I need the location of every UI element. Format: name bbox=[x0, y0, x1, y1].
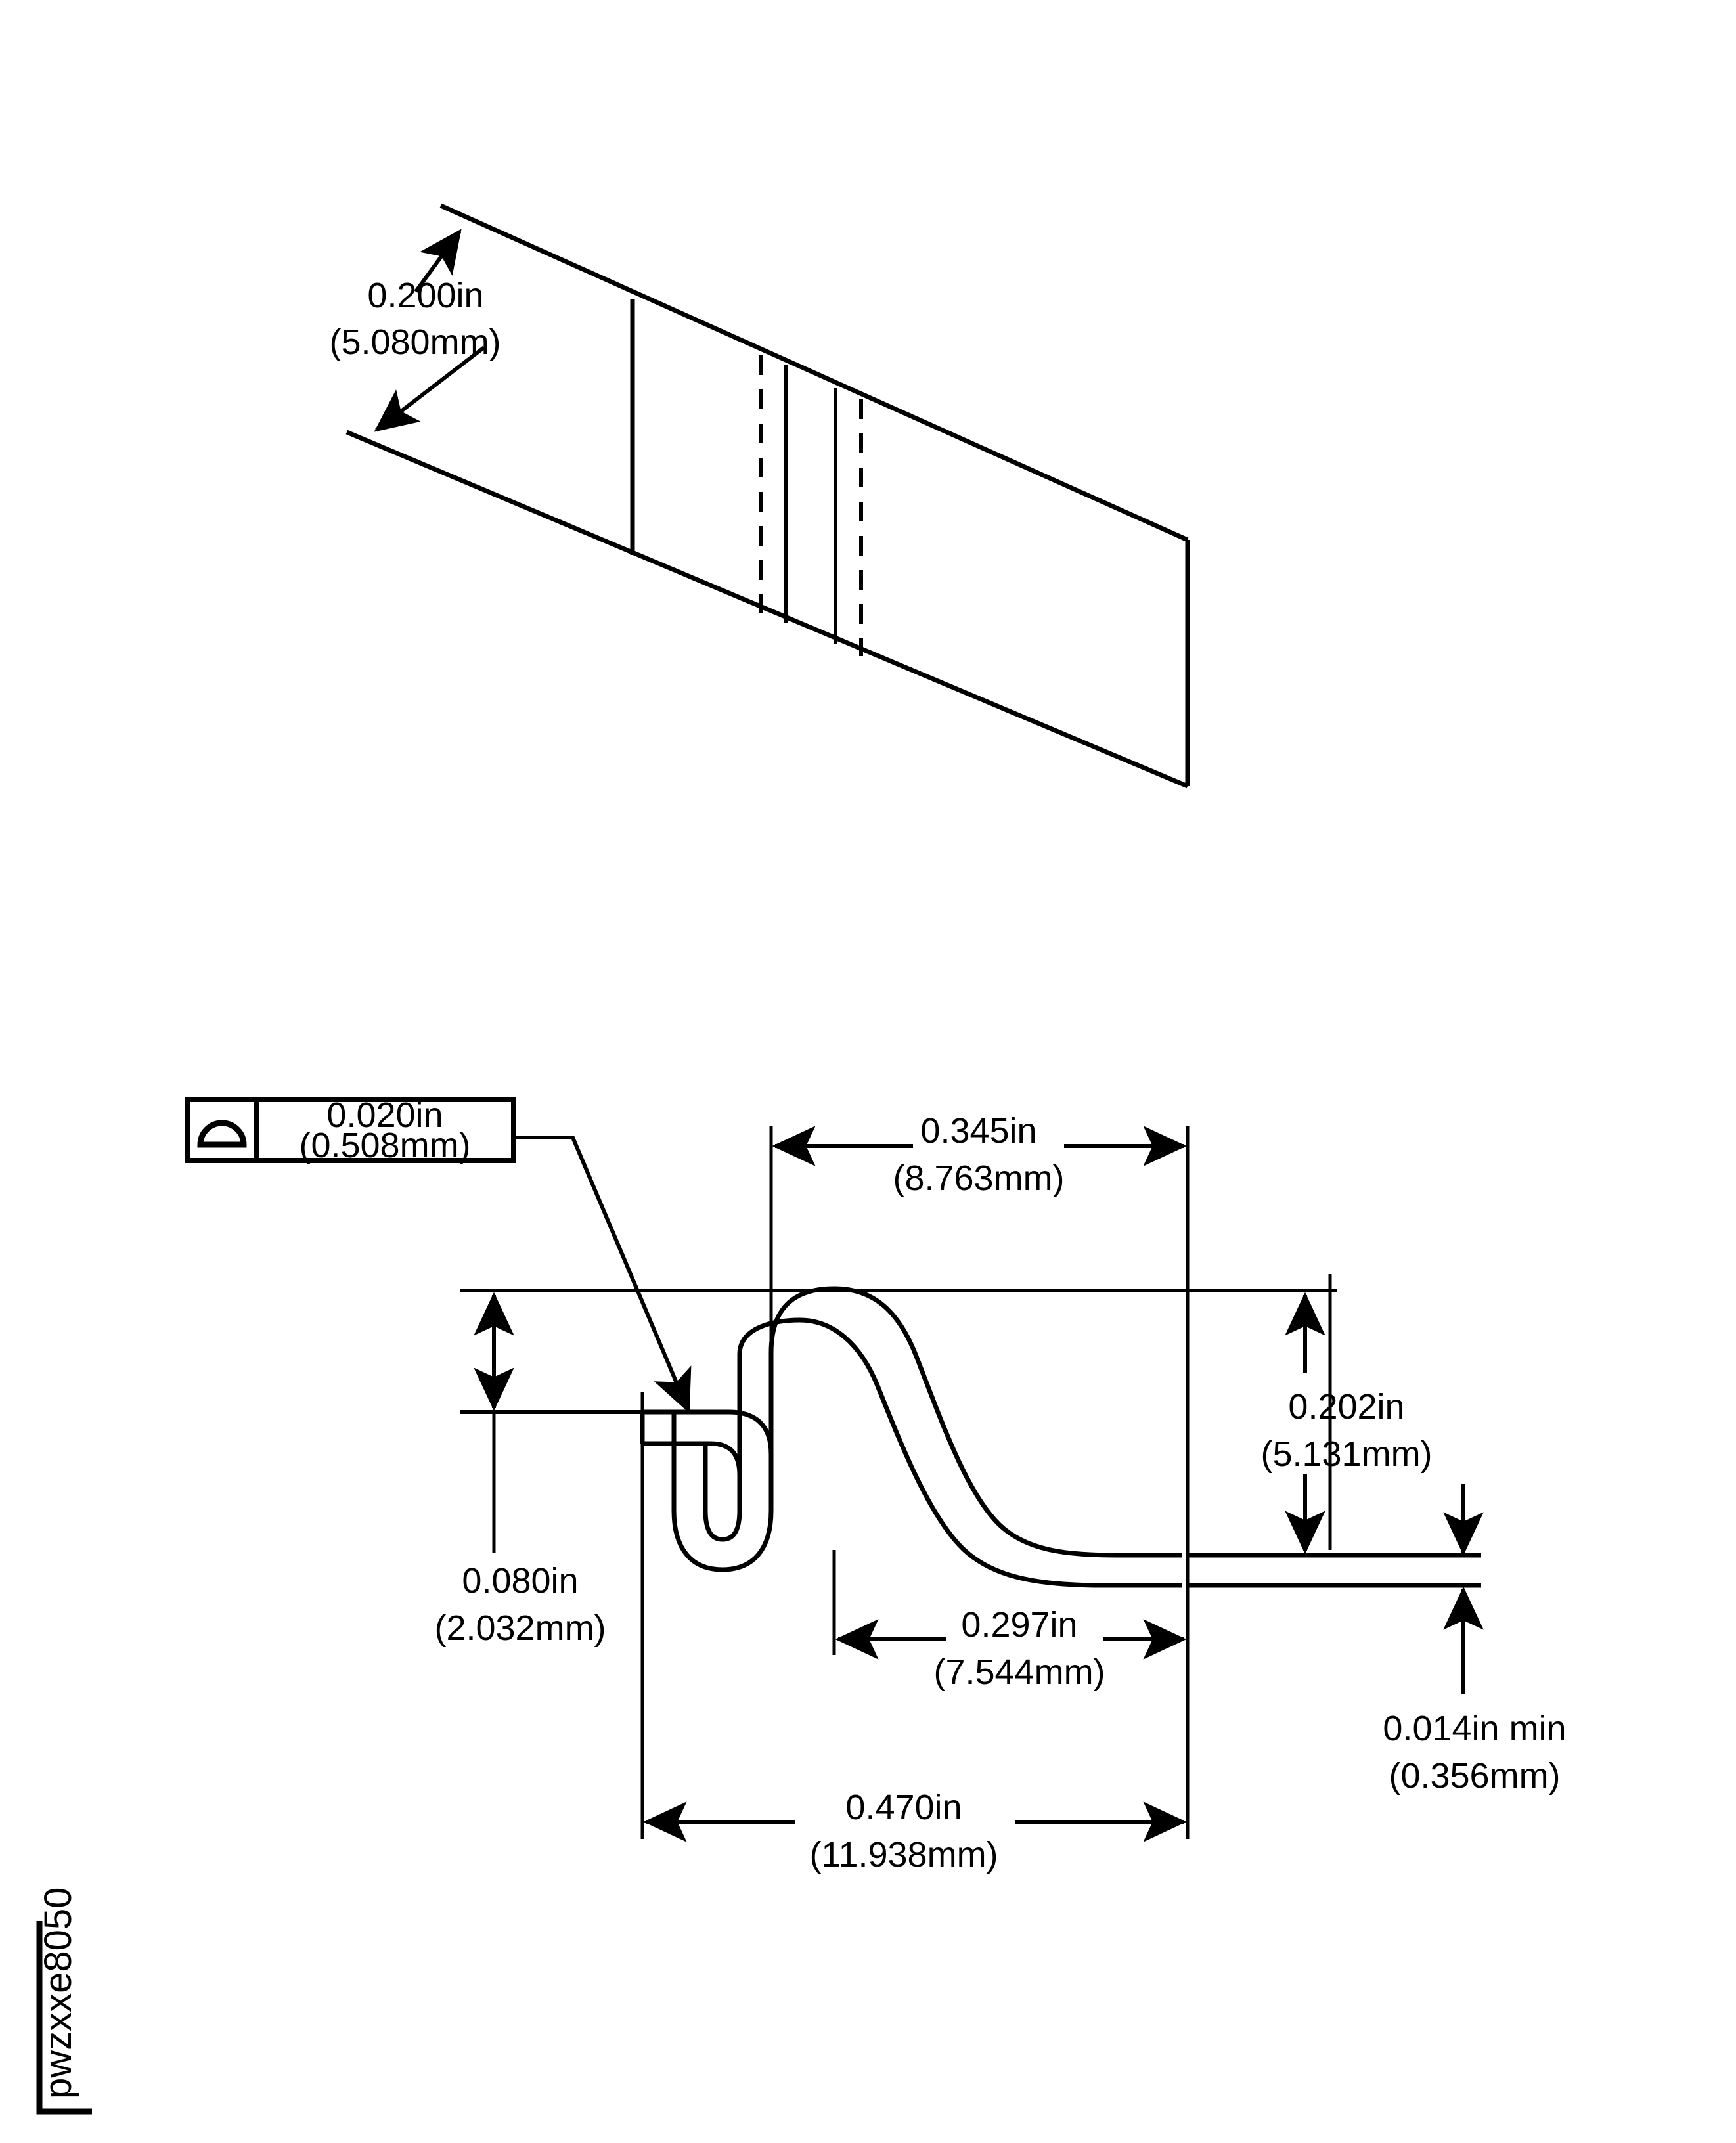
reference-code-text: pwzxxe8050 bbox=[37, 1888, 79, 2099]
dimension-0-470in: 0.470in (11.938mm) bbox=[643, 1788, 1187, 1874]
dimension-0-080in-imperial: 0.080in bbox=[462, 1561, 578, 1601]
fcf-leader-line bbox=[514, 1136, 692, 1414]
iso-top-edge bbox=[439, 203, 1189, 542]
fcf-tolerance-metric: (0.508mm) bbox=[299, 1126, 470, 1165]
fcf-outer-box bbox=[185, 1097, 516, 1163]
dimension-0-080in: 0.080in (2.032mm) bbox=[434, 1292, 606, 1648]
dimension-0-470in-imperial: 0.470in bbox=[845, 1788, 962, 1827]
spring-profile-inner bbox=[642, 1441, 742, 1542]
dimension-0-345in-imperial: 0.345in bbox=[920, 1111, 1036, 1151]
dimension-0-297in-metric: (7.544mm) bbox=[933, 1652, 1105, 1692]
isometric-view: 0.200in (5.080mm) bbox=[329, 203, 1190, 789]
dimension-0-014in-min: 0.014in min (0.356mm) bbox=[1383, 1484, 1567, 1796]
profile-of-a-surface-icon bbox=[197, 1120, 247, 1148]
spring-profile-outer-right bbox=[768, 1286, 1182, 1558]
spring-profile-outer bbox=[642, 1409, 774, 1572]
dimension-0-345in: 0.345in (8.763mm) bbox=[772, 1111, 1187, 1198]
dimension-0-014in-min-metric: (0.356mm) bbox=[1389, 1756, 1560, 1796]
iso-dim-leader-lower bbox=[374, 345, 485, 432]
dimension-0-297in: 0.297in (7.544mm) bbox=[835, 1605, 1187, 1692]
iso-bottom-edge bbox=[345, 430, 1189, 789]
dimension-0-345in-metric: (8.763mm) bbox=[893, 1159, 1064, 1198]
fcf-tolerance-imperial: 0.020in bbox=[326, 1095, 443, 1135]
dimension-0-014in-min-imperial: 0.014in min bbox=[1383, 1709, 1566, 1748]
dimension-0-200in-metric: (5.080mm) bbox=[329, 322, 501, 362]
reference-code-corner-bracket bbox=[36, 1921, 92, 2115]
dimension-0-470in-metric: (11.938mm) bbox=[809, 1835, 998, 1874]
dimension-0-297in-imperial: 0.297in bbox=[961, 1605, 1077, 1645]
dimension-0-080in-metric: (2.032mm) bbox=[434, 1608, 606, 1648]
dimension-0-200in-imperial: 0.200in bbox=[367, 276, 483, 315]
profile-of-surface-callout[interactable]: 0.020in (0.508mm) bbox=[185, 1095, 516, 1165]
dimension-0-202in-metric: (5.131mm) bbox=[1260, 1434, 1432, 1474]
dimension-0-202in: 0.202in (5.131mm) bbox=[1260, 1292, 1433, 1555]
side-profile-view: 0.020in (0.508mm) bbox=[185, 1095, 1567, 1874]
iso-dim-leader-upper bbox=[414, 229, 462, 293]
spring-profile-inner-right bbox=[737, 1317, 1182, 1588]
dimension-0-202in-imperial: 0.202in bbox=[1288, 1387, 1404, 1426]
reference-code-block: pwzxxe8050 bbox=[36, 1888, 92, 2115]
